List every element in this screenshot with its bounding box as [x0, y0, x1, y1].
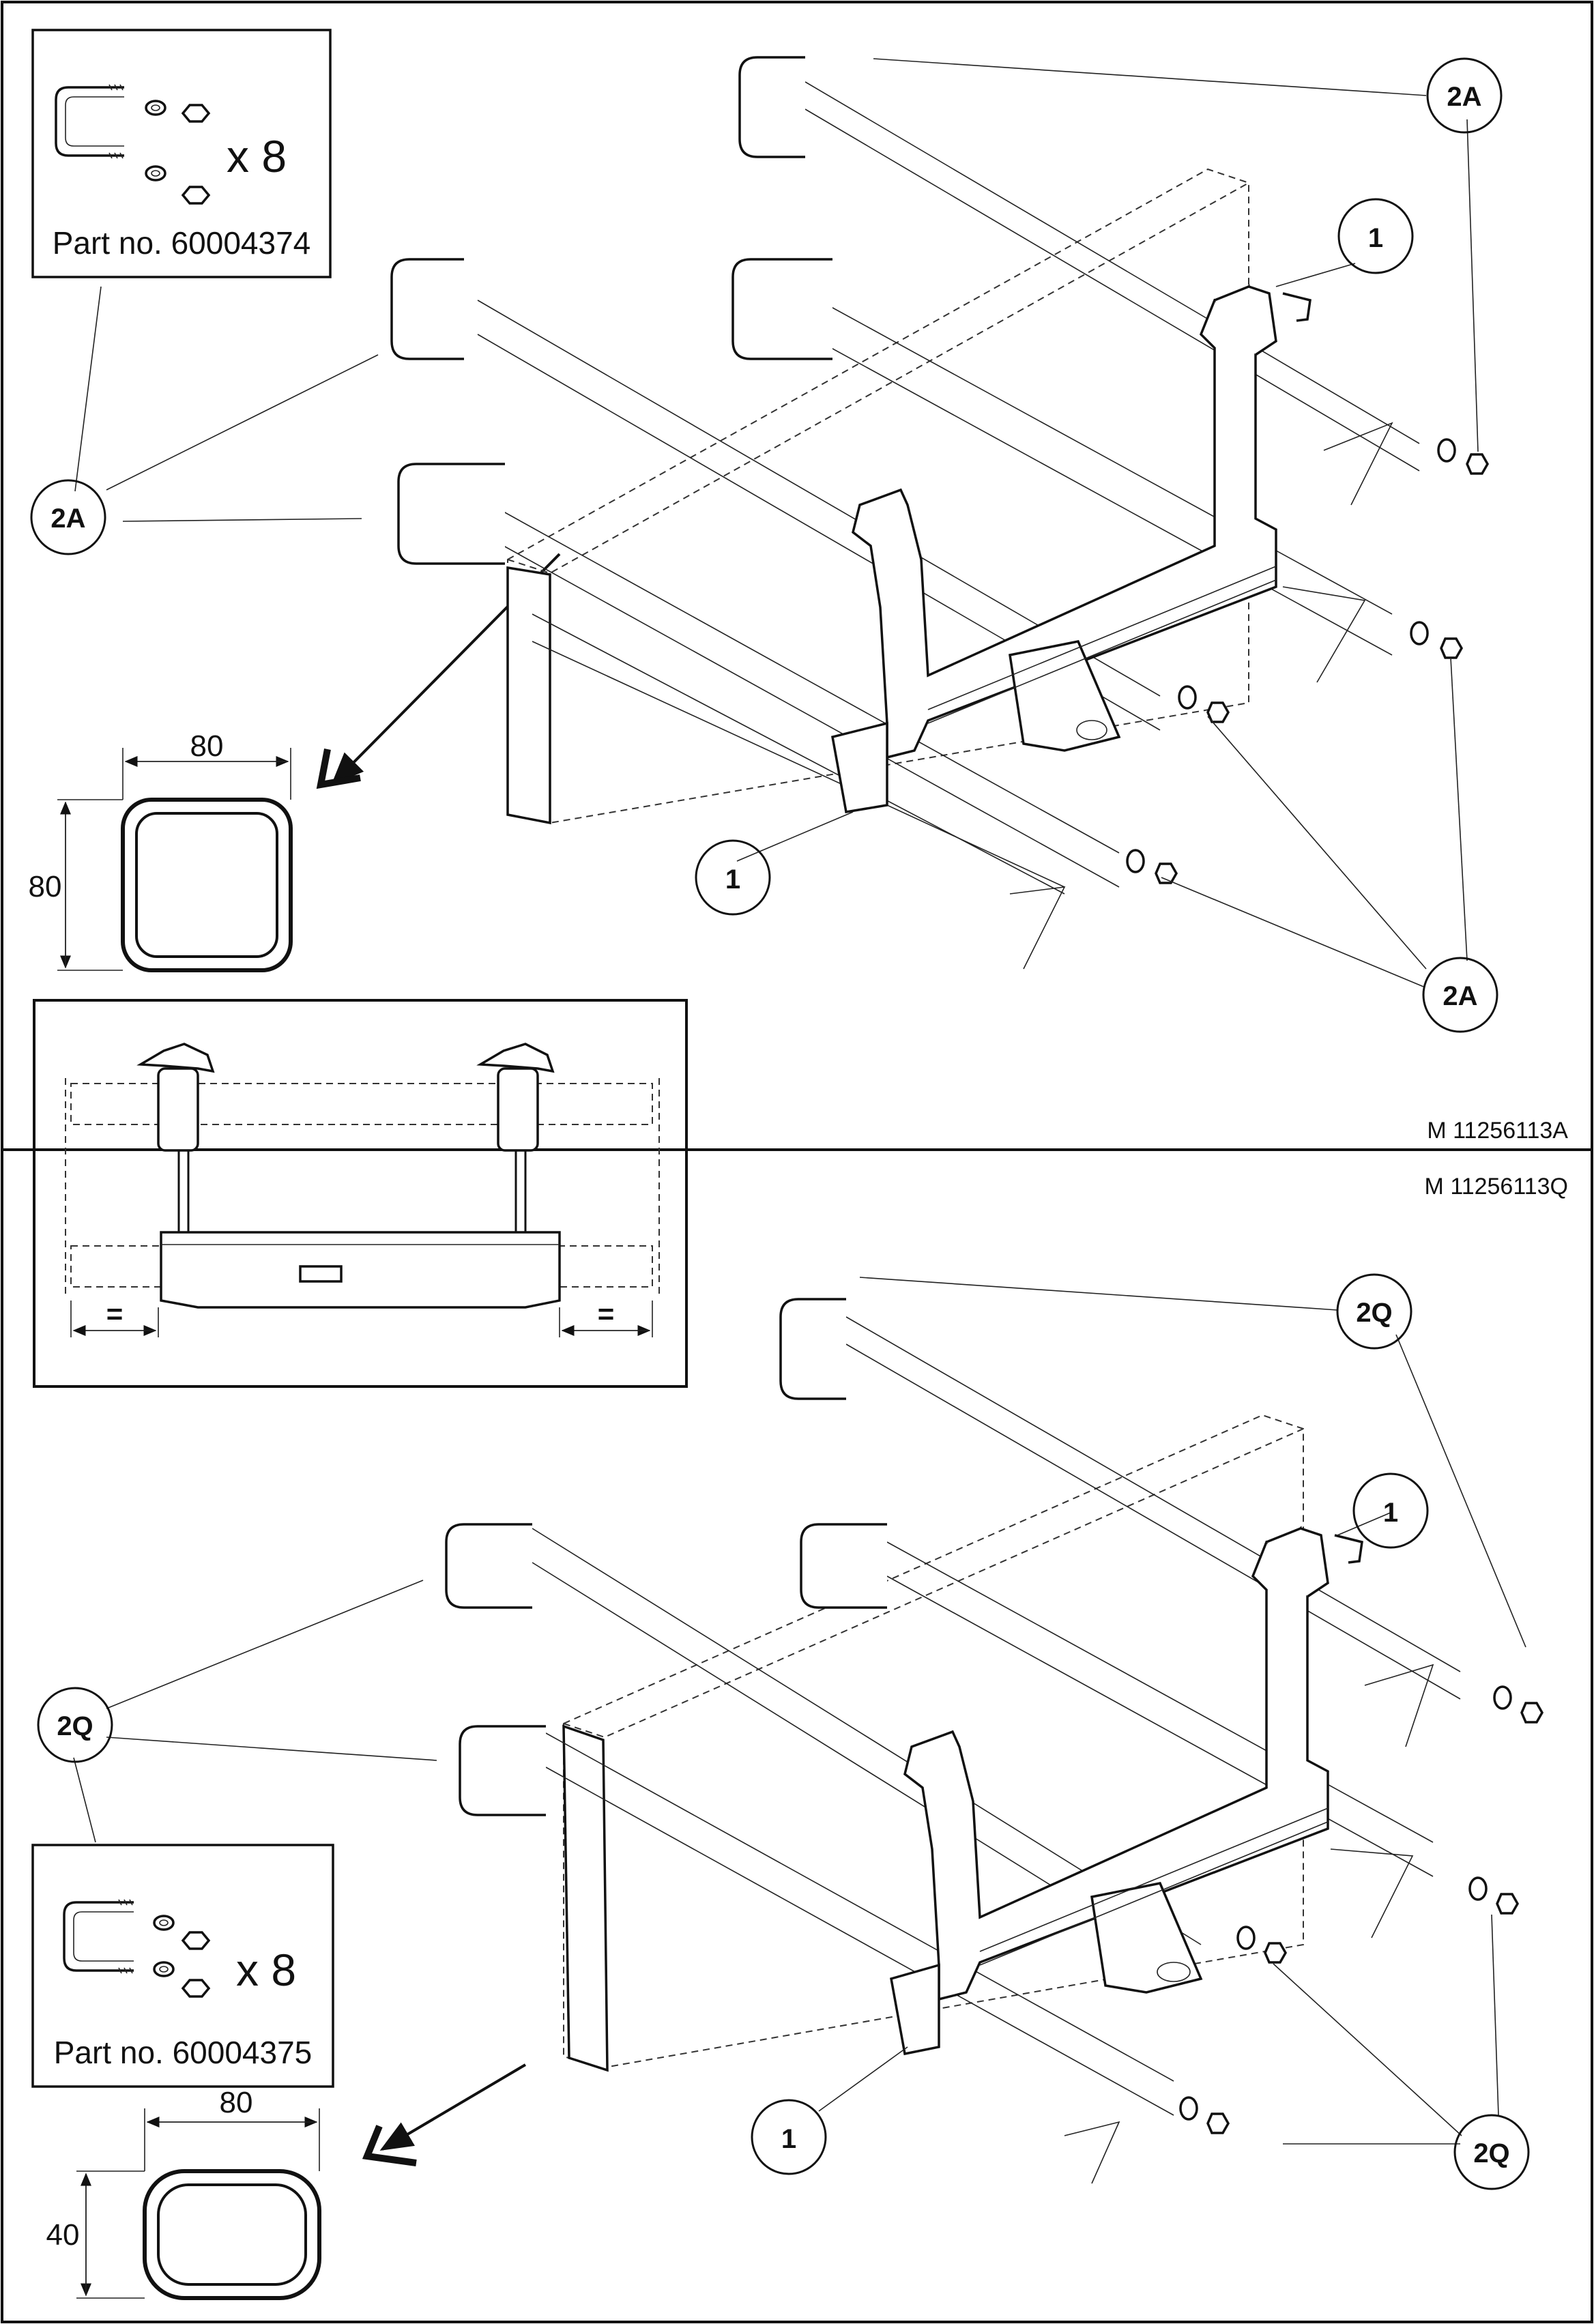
bottom-leader-lines [73, 1277, 1526, 2145]
spacing-equal-right: = [598, 1298, 615, 1330]
top-kit-part-number: Part no. 60004374 [53, 225, 311, 261]
bracket-part [136, 1043, 561, 1309]
bottom-kit-part-number: Part no. 60004375 [54, 2035, 313, 2070]
bottom-profile-width-label: 80 [220, 2086, 253, 2119]
bottom-profile-section: 80 40 [46, 2086, 321, 2300]
bottom-assembly-drawing [445, 1298, 1544, 2184]
top-drawing-id: M 11256113A [1427, 1118, 1568, 1144]
nut-icon [181, 104, 211, 205]
washer-nut-pair [1126, 438, 1490, 884]
bottom-profile-pointer-arrow [362, 2063, 527, 2166]
u-bolt-icon [390, 56, 832, 565]
bottom-section: M 11256113Q [31, 1174, 1568, 2300]
svg-text:2Q: 2Q [1356, 1298, 1392, 1328]
nut-icon [181, 1931, 211, 1998]
washer-nut-pair [1179, 1685, 1544, 2134]
svg-text:1: 1 [725, 865, 740, 895]
spacing-equal-left: = [106, 1298, 124, 1330]
svg-text:1: 1 [1383, 1498, 1398, 1528]
callout-2q: 2Q [1453, 2114, 1530, 2190]
callout-1: 1 [695, 839, 771, 916]
callout-2a: 2A [30, 479, 106, 555]
callout-1: 1 [1337, 198, 1414, 274]
top-kit-box: x 8 Part no. 60004374 [31, 29, 332, 278]
washer-icon [145, 100, 166, 181]
bottom-kit-box: x 8 Part no. 60004375 [31, 1844, 334, 2088]
callout-1: 1 [1352, 1472, 1429, 1549]
bottom-kit-quantity: x 8 [236, 1945, 296, 1995]
u-bolt-icon [445, 1298, 887, 1816]
svg-text:2Q: 2Q [57, 1711, 93, 1741]
bracket-part [889, 1526, 1363, 2056]
u-bolt-icon [55, 84, 124, 159]
svg-text:1: 1 [781, 2124, 796, 2154]
callout-2a: 2A [1426, 57, 1503, 134]
u-bolt-icon [63, 1899, 134, 1974]
svg-text:2A: 2A [1447, 82, 1481, 112]
svg-text:2A: 2A [1443, 981, 1477, 1011]
callout-1: 1 [751, 2099, 827, 2175]
top-section: x 8 Part no. 60004374 80 80 [29, 29, 1568, 1388]
bottom-profile-height-label: 40 [46, 2218, 80, 2252]
top-profile-height-label: 80 [29, 870, 62, 903]
top-profile-section: 80 80 [29, 729, 293, 972]
svg-text:2Q: 2Q [1473, 2138, 1509, 2168]
svg-text:1: 1 [1368, 223, 1383, 253]
top-profile-width-label: 80 [190, 729, 224, 763]
washer-icon [153, 1915, 175, 1977]
bracket-part [830, 284, 1312, 814]
top-detail-view: = = [33, 999, 688, 1388]
top-assembly-drawing [390, 56, 1490, 970]
callout-2q: 2Q [1336, 1273, 1412, 1350]
svg-text:2A: 2A [50, 504, 85, 534]
callout-2q: 2Q [37, 1687, 113, 1763]
top-leader-lines [74, 58, 1479, 987]
top-kit-quantity: x 8 [227, 131, 287, 181]
callout-2a: 2A [1422, 957, 1498, 1033]
bottom-drawing-id: M 11256113Q [1425, 1174, 1568, 1200]
